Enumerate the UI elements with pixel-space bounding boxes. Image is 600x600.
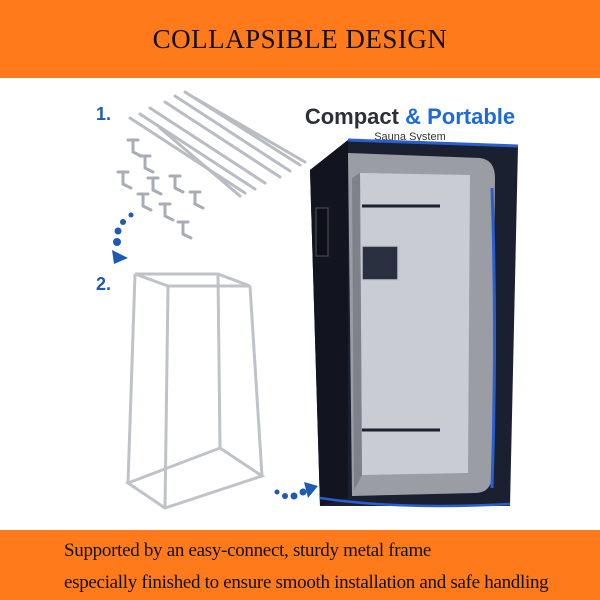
bottom-banner: Supported by an easy-connect, sturdy met… <box>0 530 600 600</box>
frame-poles-icon <box>128 90 307 198</box>
caption-line-1: Supported by an easy-connect, sturdy met… <box>64 540 432 561</box>
product-illustration: 1. 2. Compact & Portable Sauna System <box>0 78 600 530</box>
arrow-dots-icon-2 <box>274 482 318 500</box>
heading-word-compact: Compact <box>304 104 399 129</box>
heading-subtitle: Sauna System <box>374 131 446 143</box>
connector-joints-icon <box>116 138 205 240</box>
top-banner: COLLAPSIBLE DESIGN <box>0 0 600 78</box>
step-2-label: 2. <box>96 274 112 294</box>
step-1-label: 1. <box>96 104 112 124</box>
banner-title: COLLAPSIBLE DESIGN <box>152 24 448 54</box>
arrow-dots-icon <box>112 212 134 264</box>
sauna-tent-icon <box>310 138 519 508</box>
product-heading: Compact & Portable Sauna System <box>290 104 530 143</box>
heading-ampersand: & <box>405 104 421 129</box>
assembled-frame-icon <box>124 272 266 510</box>
caption-line-2: especially finished to ensure smooth ins… <box>64 572 549 593</box>
heading-word-portable: Portable <box>427 104 516 129</box>
